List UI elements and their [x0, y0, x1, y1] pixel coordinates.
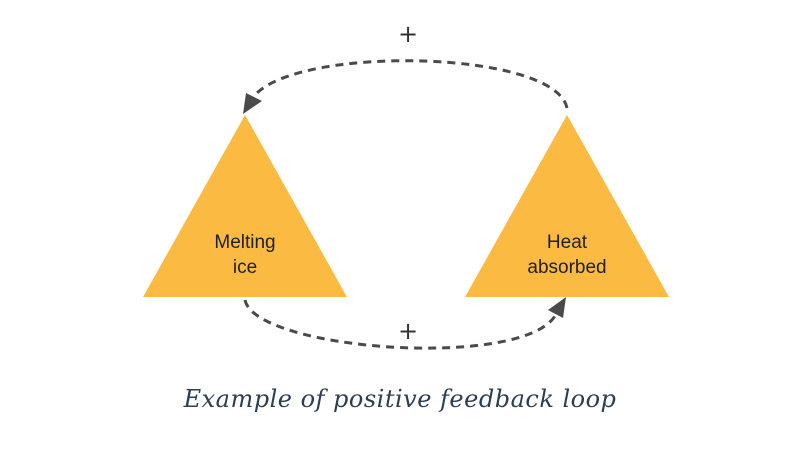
triangle-shape [465, 115, 669, 297]
bottom-arc [243, 299, 557, 350]
bottom-arrowhead-icon [548, 297, 566, 318]
link-ice-to-heat: + [243, 297, 566, 350]
node-heat-absorbed: Heat absorbed [465, 115, 669, 297]
node-label-line2: absorbed [527, 257, 606, 278]
node-label-line1: Melting [214, 232, 275, 253]
top-arc [253, 59, 569, 109]
diagram-caption: Example of positive feedback loop [183, 385, 617, 413]
node-melting-ice: Melting ice [143, 115, 347, 297]
top-arrowhead-icon [243, 93, 262, 114]
bottom-polarity-label: + [398, 317, 418, 345]
link-heat-to-ice: + [243, 20, 569, 114]
node-label-line2: ice [233, 257, 257, 278]
triangle-shape [143, 115, 347, 297]
node-label-line1: Heat [547, 232, 588, 253]
top-polarity-label: + [398, 20, 418, 48]
